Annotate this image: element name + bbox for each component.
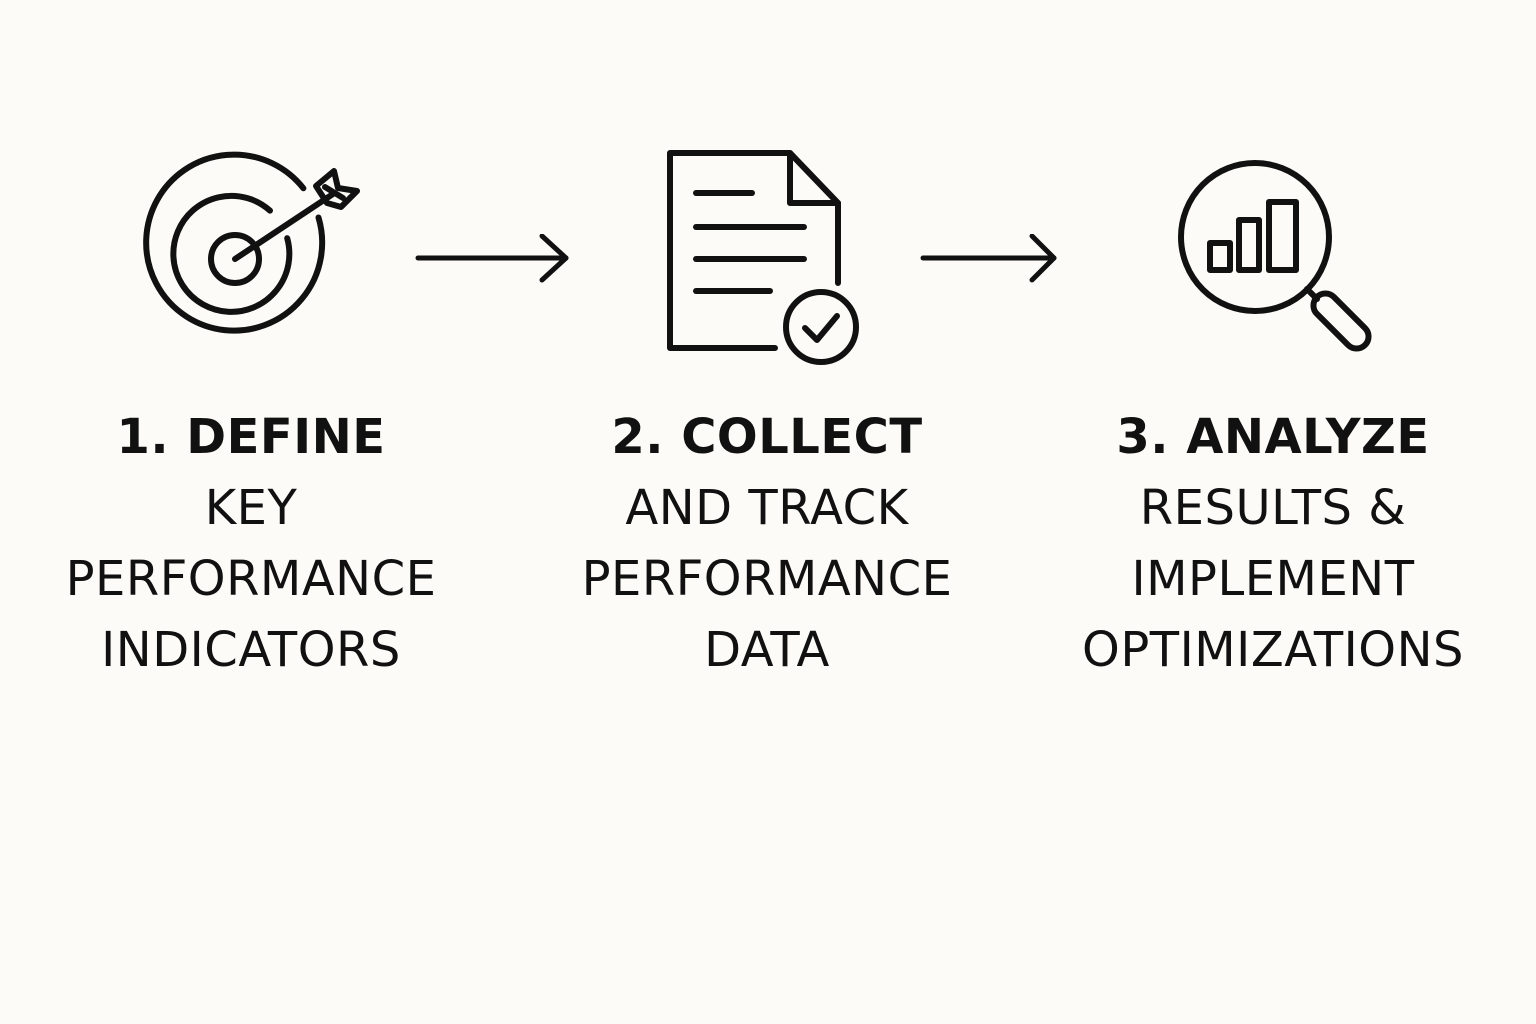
right-arrow-icon <box>918 233 1060 284</box>
step-1-label: 1. DEFINE KEY PERFORMANCE INDICATORS <box>16 402 486 686</box>
step-3-line-2: IMPLEMENT <box>1131 551 1415 607</box>
step-1-line-1: KEY <box>204 480 298 536</box>
document-check-icon <box>660 145 870 370</box>
target-arrow-icon <box>138 151 368 358</box>
step-2-line-3: DATA <box>704 622 830 678</box>
step-1-line-2: PERFORMANCE <box>65 551 437 607</box>
step-1-title: 1. DEFINE <box>116 409 386 465</box>
step-3-title: 3. ANALYZE <box>1116 409 1430 465</box>
step-3-line-3: OPTIMIZATIONS <box>1082 622 1464 678</box>
step-2-line-1: AND TRACK <box>625 480 909 536</box>
step-2-label: 2. COLLECT AND TRACK PERFORMANCE DATA <box>532 402 1002 686</box>
step-1-line-3: INDICATORS <box>101 622 401 678</box>
step-2-line-2: PERFORMANCE <box>581 551 953 607</box>
step-3-label: 3. ANALYZE RESULTS & IMPLEMENT OPTIMIZAT… <box>1038 402 1508 686</box>
magnifier-chart-icon <box>1172 155 1382 365</box>
step-3-line-1: RESULTS & <box>1139 480 1407 536</box>
step-2-title: 2. COLLECT <box>611 409 923 465</box>
right-arrow-icon <box>412 233 572 284</box>
